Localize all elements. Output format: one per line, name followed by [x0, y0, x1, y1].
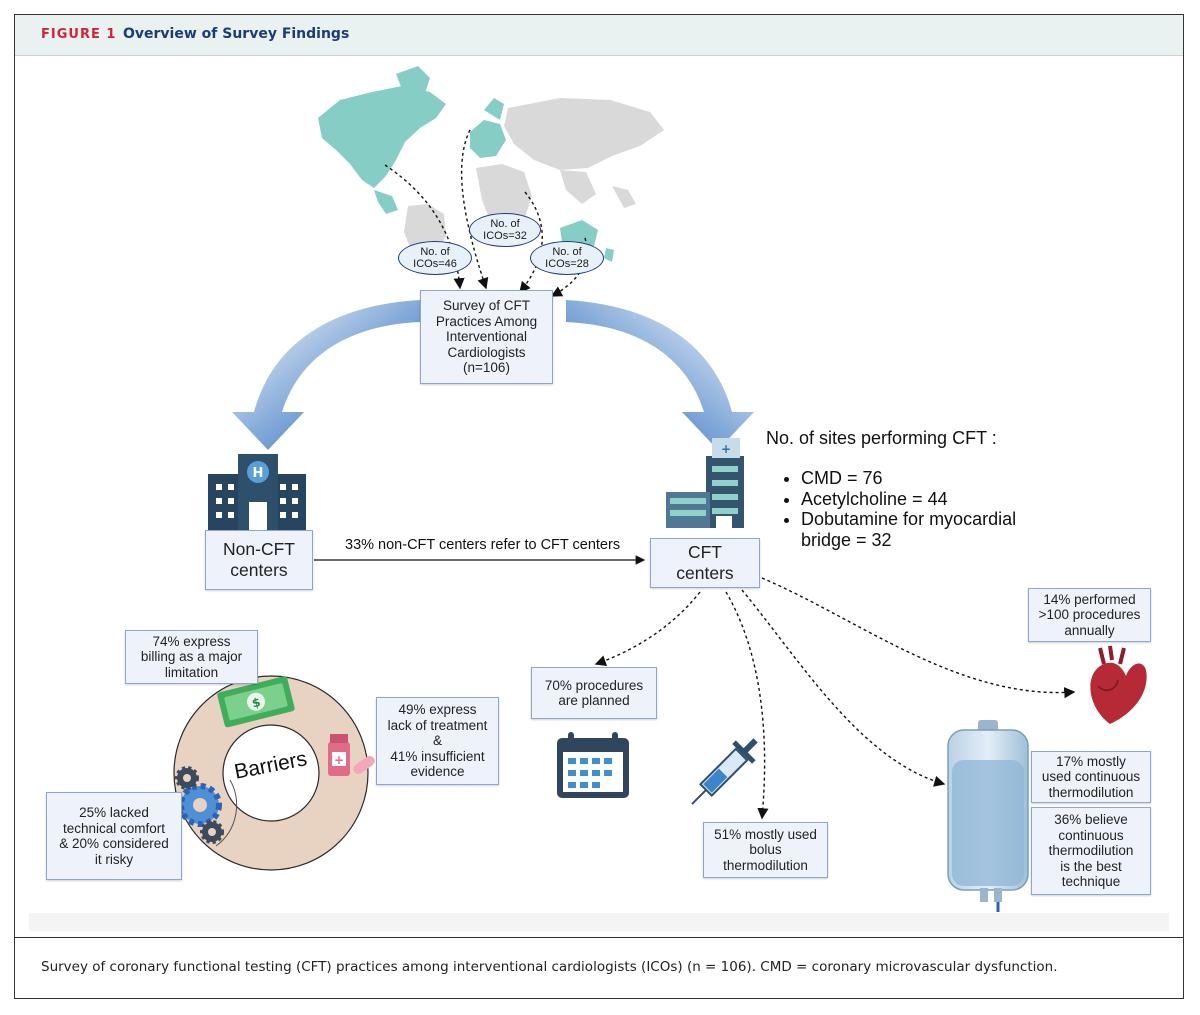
- medicine-icon: +: [328, 734, 375, 776]
- best-technique-text: 36% believe continuous thermodilution is…: [1048, 812, 1134, 890]
- procedure-volume-box: 14% performed >100 procedures annually: [1028, 588, 1151, 642]
- region-count-pill: No. of ICOs=32: [469, 213, 541, 247]
- treatment-barrier-text: 49% express lack of treatment & 41% insu…: [387, 702, 488, 780]
- figure-title: Overview of Survey Findings: [123, 26, 350, 42]
- caption-divider: [15, 937, 1183, 938]
- iv-bag-icon: [947, 720, 1029, 912]
- left-curved-arrow: [232, 300, 420, 450]
- syringe-icon: [691, 738, 758, 805]
- svg-text:$: $: [250, 695, 261, 711]
- heart-icon: [1090, 645, 1147, 724]
- billing-barrier-box: 74% express billing as a major limitatio…: [125, 630, 258, 684]
- sites-heading: No. of sites performing CFT :: [766, 428, 997, 448]
- best-technique-box: 36% believe continuous thermodilution is…: [1031, 807, 1151, 895]
- cft-centers-label: CFT centers: [676, 542, 734, 583]
- sites-list-item: Dobutamine for myocardial bridge = 32: [801, 509, 1061, 550]
- figure-label: FIGURE 1: [41, 27, 117, 42]
- planned-procedures-text: 70% procedures are planned: [544, 677, 644, 709]
- sites-list-item: Acetylcholine = 44: [801, 489, 1061, 510]
- svg-text:+: +: [721, 442, 731, 456]
- survey-box-text: Survey of CFT Practices Among Interventi…: [435, 298, 538, 376]
- figure-header: FIGURE 1 Overview of Survey Findings: [15, 15, 1183, 56]
- sites-list: CMD = 76 Acetylcholine = 44 Dobutamine f…: [775, 468, 1061, 550]
- barriers-donut: [173, 675, 369, 871]
- sites-list-item: CMD = 76: [801, 468, 1061, 489]
- figure-frame: FIGURE 1 Overview of Survey Findings Sur…: [14, 14, 1184, 999]
- bolus-thermodilution-text: 51% mostly used bolus thermodilution: [714, 826, 817, 873]
- referral-text: 33% non-CFT centers refer to CFT centers: [345, 537, 621, 553]
- technical-barrier-box: 25% lacked technical comfort & 20% consi…: [46, 792, 182, 880]
- billing-barrier-text: 74% express billing as a major limitatio…: [140, 633, 243, 680]
- svg-text:H: H: [253, 466, 264, 481]
- planned-procedures-box: 70% procedures are planned: [531, 667, 657, 719]
- treatment-barrier-box: 49% express lack of treatment & 41% insu…: [376, 697, 499, 785]
- panel-bottom-strip: [29, 913, 1169, 931]
- non-cft-centers-box: Non-CFT centers: [205, 530, 313, 590]
- calendar-icon: [557, 732, 629, 798]
- region-count-pill: No. of ICOs=46: [398, 241, 472, 275]
- procedure-volume-text: 14% performed >100 procedures annually: [1038, 591, 1141, 638]
- cft-centers-box: CFT centers: [650, 538, 760, 588]
- non-cft-centers-label: Non-CFT centers: [223, 539, 295, 580]
- money-icon: $: [217, 676, 295, 728]
- hospital-building-icon: H: [208, 454, 306, 532]
- region-count-pill: No. of ICOs=28: [530, 241, 604, 275]
- continuous-thermodilution-text: 17% mostly used continuous thermodilutio…: [1041, 753, 1141, 800]
- right-curved-arrow: [566, 300, 754, 450]
- survey-box: Survey of CFT Practices Among Interventi…: [420, 290, 553, 384]
- svg-text:+: +: [334, 753, 344, 767]
- gears-icon: [175, 766, 238, 847]
- bolus-thermodilution-box: 51% mostly used bolus thermodilution: [703, 822, 828, 878]
- technical-barrier-text: 25% lacked technical comfort & 20% consi…: [59, 805, 169, 867]
- clinic-building-icon: +: [666, 438, 744, 528]
- figure-caption: Survey of coronary functional testing (C…: [41, 959, 1058, 975]
- continuous-thermodilution-box: 17% mostly used continuous thermodilutio…: [1031, 751, 1151, 803]
- cft-outcome-arrows: [594, 577, 1076, 820]
